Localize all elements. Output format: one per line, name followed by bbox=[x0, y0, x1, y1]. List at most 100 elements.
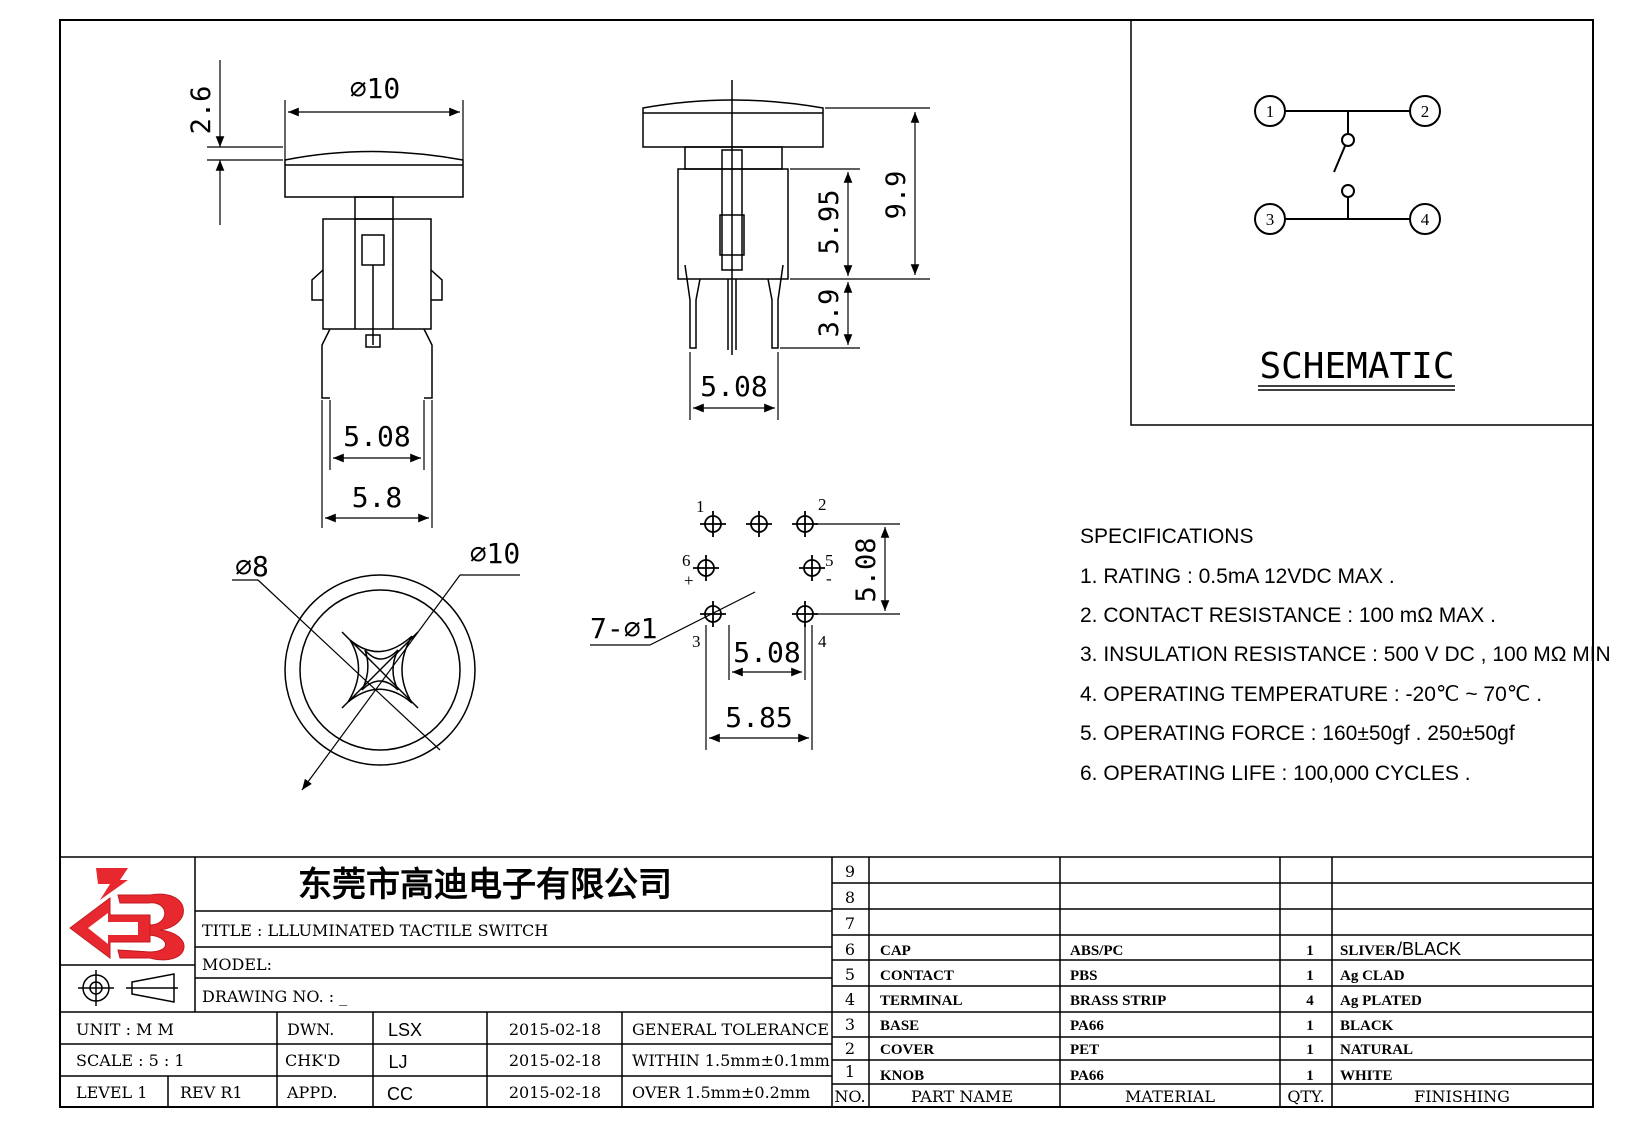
pcb-label-4: 4 bbox=[818, 632, 827, 651]
bom-row: 8 bbox=[845, 888, 855, 907]
schematic-pin-1: 1 bbox=[1266, 102, 1275, 121]
bom-header: NO. PART NAME MATERIAL QTY. FINISHING bbox=[834, 1087, 1510, 1106]
bom-qty: 1 bbox=[1306, 968, 1314, 984]
bom-part: KNOB bbox=[880, 1068, 924, 1084]
dim-holes: 7-⌀1 bbox=[590, 612, 657, 645]
bom-material: PA66 bbox=[1070, 1068, 1104, 1084]
bom-part: BASE bbox=[880, 1018, 919, 1034]
dwn-date: 2015-02-18 bbox=[509, 1020, 601, 1039]
spec-item: 6. OPERATING LIFE : 100,000 CYCLES . bbox=[1080, 762, 1471, 785]
tolerance-over: OVER 1.5mm±0.2mm bbox=[632, 1083, 810, 1102]
dim-5-85: 5.85 bbox=[725, 701, 792, 734]
bom-row: 4 TERMINAL BRASS STRIP 4 Ag PLATED bbox=[845, 990, 1422, 1009]
spec-item: 1. RATING : 0.5mA 12VDC MAX . bbox=[1080, 565, 1395, 588]
bom-no: 9 bbox=[845, 862, 855, 881]
bom-header-no: NO. bbox=[834, 1087, 865, 1106]
pcb-layout bbox=[693, 511, 825, 627]
bom-part: CAP bbox=[880, 943, 911, 959]
schematic-title: SCHEMATIC bbox=[1259, 346, 1454, 387]
spec-heading: SPECIFICATIONS bbox=[1080, 525, 1253, 548]
bom-row: 7 bbox=[845, 914, 855, 933]
bom-qty: 1 bbox=[1306, 943, 1314, 959]
bom-qty: 1 bbox=[1306, 1068, 1314, 1084]
bom-row: 6 CAP ABS/PC 1 SLIVER /BLACK bbox=[845, 939, 1461, 959]
general-tolerance: GENERAL TOLERANCE bbox=[632, 1020, 829, 1039]
dim-phi10-top: ⌀10 bbox=[350, 72, 401, 105]
bom-part: CONTACT bbox=[880, 968, 954, 984]
bom-no: 7 bbox=[845, 914, 855, 933]
sheet-border bbox=[59, 19, 1594, 1108]
bom-finishing: NATURAL bbox=[1340, 1042, 1413, 1058]
pcb-hole bbox=[700, 601, 726, 627]
pcb-label-1: 1 bbox=[696, 497, 705, 516]
pcb-label-6: 6 bbox=[682, 551, 691, 570]
chkd-label: CHK'D bbox=[285, 1051, 340, 1070]
bom-row: 5 CONTACT PBS 1 Ag CLAD bbox=[845, 965, 1405, 984]
bom-finishing: SLIVER bbox=[1340, 943, 1396, 959]
schematic-pin-3: 3 bbox=[1266, 210, 1275, 229]
pcb-label-2: 2 bbox=[818, 495, 827, 514]
company-name: 东莞市高迪电子有限公司 bbox=[298, 865, 672, 905]
side-view bbox=[642, 80, 824, 355]
dim-9-9: 9.9 bbox=[881, 171, 912, 220]
bom-row: 3 BASE PA66 1 BLACK bbox=[845, 1015, 1394, 1034]
bom-row: 1 KNOB PA66 1 WHITE bbox=[845, 1062, 1393, 1084]
spec-item: 3. INSULATION RESISTANCE : 500 V DC , 10… bbox=[1080, 643, 1611, 666]
pcb-hole bbox=[693, 555, 719, 581]
model-label: MODEL: bbox=[202, 955, 272, 974]
bom-no: 6 bbox=[845, 940, 855, 959]
bom-part: TERMINAL bbox=[880, 993, 963, 1009]
drawing-no-label: DRAWING NO. : _ bbox=[202, 987, 347, 1006]
bom-material: PBS bbox=[1070, 968, 1098, 984]
bom-finishing-extra: /BLACK bbox=[1397, 939, 1461, 959]
appd-label: APPD. bbox=[286, 1083, 337, 1102]
drawing-title: TITLE : LLLUMINATED TACTILE SWITCH bbox=[202, 921, 548, 940]
projection-symbol-icon bbox=[78, 970, 178, 1006]
appd-name: CC bbox=[387, 1084, 413, 1104]
bom-no: 4 bbox=[845, 990, 855, 1009]
bom-part: COVER bbox=[880, 1042, 934, 1058]
pcb-hole bbox=[700, 511, 726, 537]
dim-phi8: ⌀8 bbox=[235, 550, 269, 583]
bom-no: 1 bbox=[845, 1062, 855, 1081]
bom-qty: 1 bbox=[1306, 1018, 1314, 1034]
unit-cell: UNIT : M M bbox=[76, 1020, 174, 1039]
pcb-hole bbox=[746, 511, 772, 537]
spec-item: 4. OPERATING TEMPERATURE : -20℃ ~ 70℃ . bbox=[1080, 683, 1542, 706]
pcb-label-plus: + bbox=[684, 571, 694, 590]
bom-no: 5 bbox=[845, 965, 855, 984]
dwn-name: LSX bbox=[388, 1020, 422, 1040]
bom-finishing: WHITE bbox=[1340, 1068, 1393, 1084]
bom-material: BRASS STRIP bbox=[1070, 993, 1166, 1009]
bom-header-part: PART NAME bbox=[911, 1087, 1013, 1106]
level-cell: LEVEL 1 bbox=[76, 1083, 147, 1102]
dim-2-6: 2.6 bbox=[186, 86, 217, 135]
front-view bbox=[284, 150, 464, 399]
dim-5-8: 5.8 bbox=[352, 481, 403, 514]
bom-no: 2 bbox=[845, 1039, 855, 1058]
title-block-grid bbox=[60, 856, 1593, 1107]
top-view bbox=[284, 574, 476, 766]
appd-date: 2015-02-18 bbox=[509, 1083, 601, 1102]
pcb-hole bbox=[792, 601, 818, 627]
dim-5-08-pcb-v: 5.08 bbox=[851, 537, 882, 602]
pcb-hole bbox=[799, 555, 825, 581]
bom-qty: 4 bbox=[1306, 993, 1314, 1009]
bom-finishing: Ag PLATED bbox=[1340, 993, 1422, 1009]
pcb-label-minus: - bbox=[826, 569, 832, 588]
dwn-label: DWN. bbox=[287, 1020, 334, 1039]
bom-row: 9 bbox=[845, 862, 855, 881]
rev-cell: REV R1 bbox=[180, 1083, 243, 1102]
bom-row: 2 COVER PET 1 NATURAL bbox=[845, 1039, 1413, 1058]
bom-header-material: MATERIAL bbox=[1125, 1087, 1215, 1106]
bom-header-finishing: FINISHING bbox=[1414, 1087, 1510, 1106]
side-view-dimensions bbox=[689, 107, 930, 420]
bom-header-qty: QTY. bbox=[1287, 1087, 1324, 1106]
tolerance-within: WITHIN 1.5mm±0.1mm bbox=[632, 1051, 830, 1070]
bom-no: 3 bbox=[845, 1015, 855, 1034]
dim-5-95: 5.95 bbox=[814, 189, 845, 254]
dim-5-08-side: 5.08 bbox=[700, 370, 767, 403]
schematic-frame bbox=[1130, 19, 1594, 426]
dim-phi10-bottom: ⌀10 bbox=[470, 537, 521, 570]
